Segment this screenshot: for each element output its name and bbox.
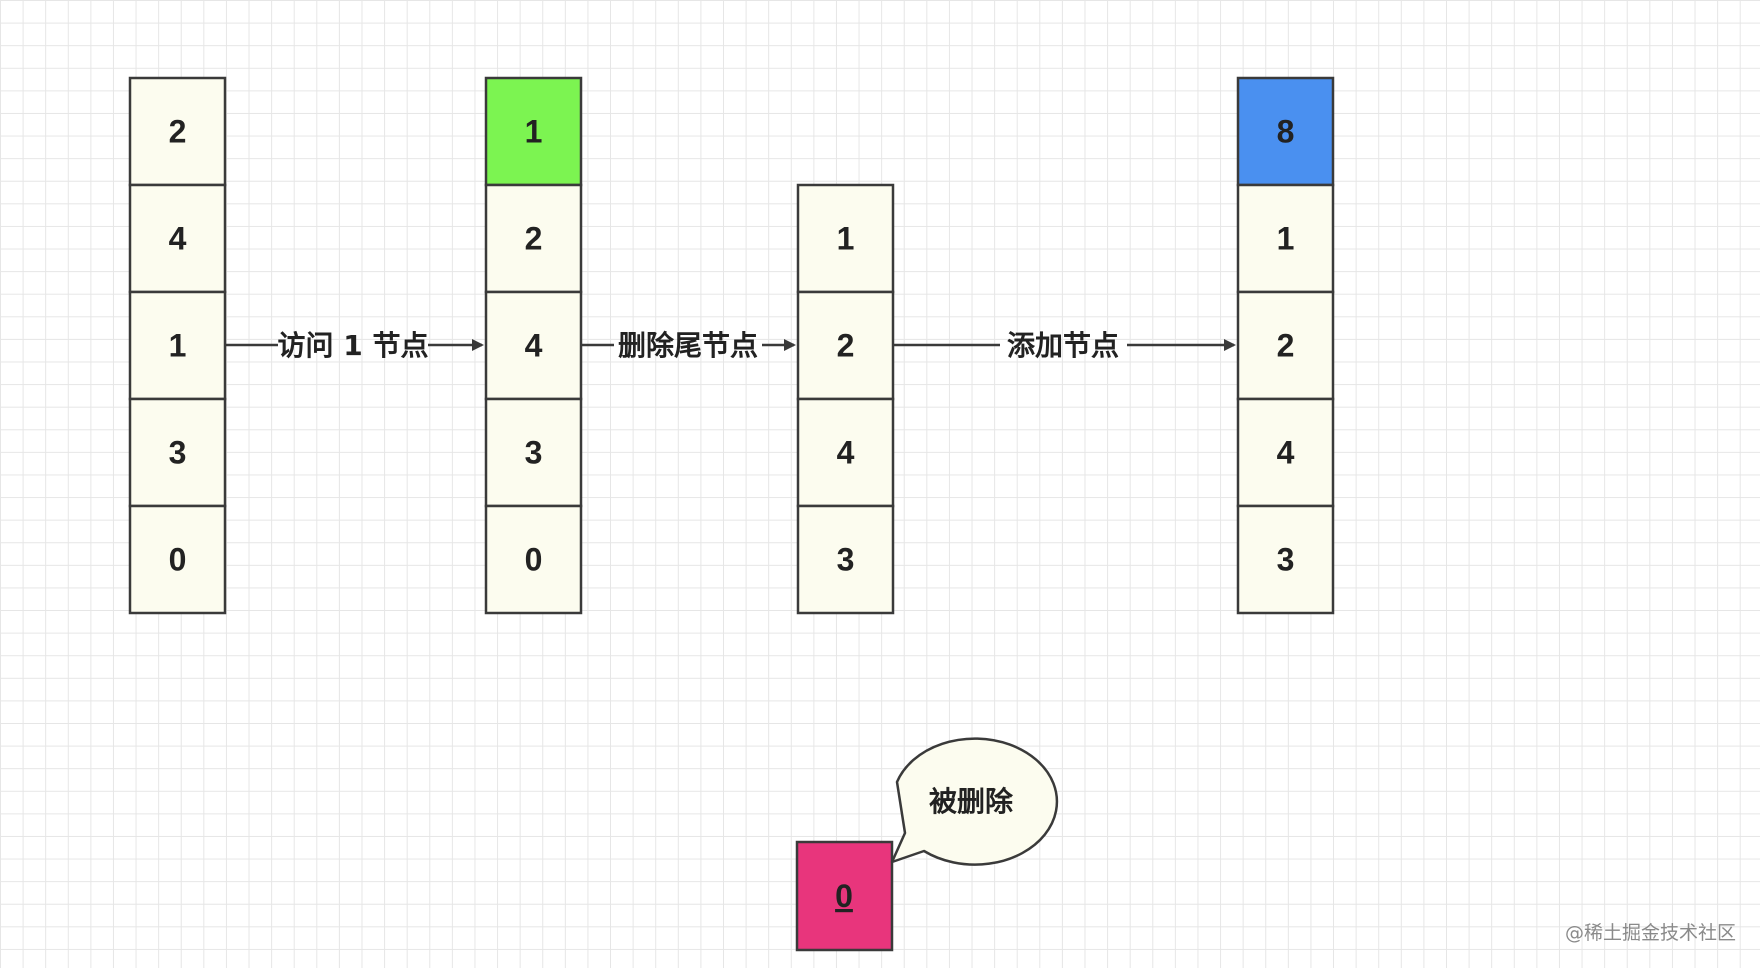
stack-after-add-cell-3-box	[1236, 397, 1335, 508]
stack-after-add-cell-3-value: 4	[1277, 435, 1295, 471]
stack-after-add-cell-2-box	[1236, 290, 1335, 401]
stack-after-add-cell-4-box	[1236, 504, 1335, 615]
stack-after-access-cell-4-value: 0	[525, 542, 543, 578]
stack-after-delete-cell-1-value: 2	[837, 328, 855, 364]
stack-after-delete-cell-1-box	[796, 290, 895, 401]
stack-after-delete: 1 2 4 3	[796, 183, 895, 615]
stack-after-delete-cell-0-box	[796, 183, 895, 294]
deleted-node: 0	[795, 840, 894, 952]
arrow-add: 添加节点	[893, 329, 1236, 362]
stack-after-access-cell-0-value: 1	[525, 114, 543, 150]
callout-text: 被删除	[929, 785, 1014, 818]
arrow-delete-tail: 删除尾节点	[582, 329, 796, 362]
stack-after-access: 1 2 4 3 0	[484, 76, 583, 615]
deleted-callout: 被删除	[890, 737, 1059, 866]
stack-initial: 2 4 1 3 0	[128, 76, 227, 615]
arrow-add-label: 添加节点	[1007, 329, 1119, 362]
stack-after-access-cell-3-value: 3	[525, 435, 543, 471]
stack-after-add-cell-4-value: 3	[1277, 542, 1295, 578]
stack-initial-cell-0-box	[128, 76, 227, 187]
arrow-delete-label: 删除尾节点	[618, 329, 758, 362]
stack-after-access-cell-2-value: 4	[525, 328, 543, 364]
stack-initial-cell-4-value: 0	[169, 542, 187, 578]
stack-after-add-cell-1-box	[1236, 183, 1335, 294]
deleted-node-value: 0	[835, 878, 853, 914]
callout-bubble-shape	[890, 737, 1059, 866]
deleted-node-box	[795, 840, 894, 952]
stack-after-add: 8 1 2 4 3	[1236, 76, 1335, 615]
stack-after-add-cell-0-value: 8	[1277, 114, 1295, 150]
stack-after-access-cell-4-box	[484, 504, 583, 615]
stack-initial-cell-1-box	[128, 183, 227, 294]
stack-after-delete-cell-3-box	[796, 504, 895, 615]
stack-initial-cell-1-value: 4	[169, 221, 187, 257]
stack-initial-cell-0-value: 2	[169, 114, 187, 150]
stack-after-access-cell-1-value: 2	[525, 221, 543, 257]
stack-after-access-cell-0-box	[484, 76, 583, 187]
stack-initial-cell-3-value: 3	[169, 435, 187, 471]
watermark: @稀土掘金技术社区	[1565, 922, 1736, 944]
arrow-access: 访问 1 节点	[226, 329, 484, 362]
stack-after-delete-cell-3-value: 3	[837, 542, 855, 578]
arrow-access-label: 访问 1 节点	[278, 329, 429, 362]
stack-initial-cell-2-value: 1	[169, 328, 187, 364]
stack-after-delete-cell-2-value: 4	[837, 435, 855, 471]
stack-initial-cell-3-box	[128, 397, 227, 508]
stack-after-delete-cell-0-value: 1	[837, 221, 855, 257]
stack-after-add-cell-2-value: 2	[1277, 328, 1295, 364]
stack-initial-cell-4-box	[128, 504, 227, 615]
stack-after-access-cell-2-box	[484, 290, 583, 401]
stack-after-add-cell-1-value: 1	[1277, 221, 1295, 257]
